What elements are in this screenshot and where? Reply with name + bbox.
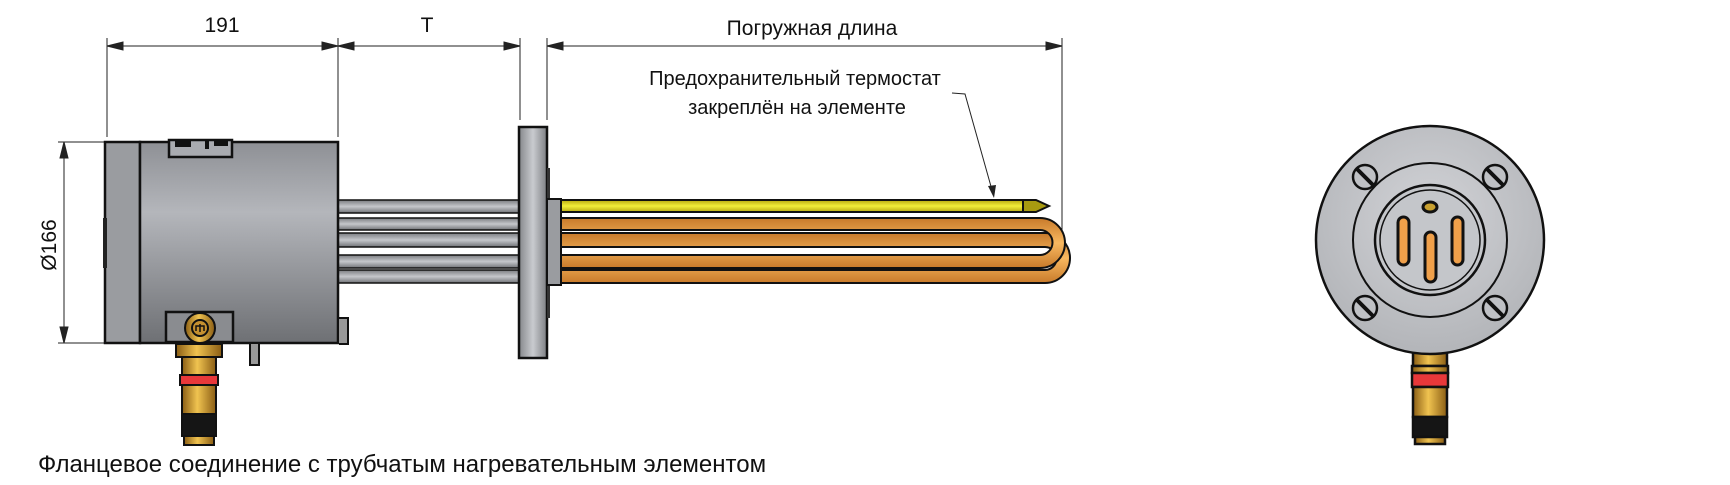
- dimension-lines: [58, 38, 1063, 344]
- flange-screws: [1351, 163, 1509, 322]
- cable-gland: [175, 312, 223, 446]
- figure-caption: Фланцевое соединение с трубчатым нагрева…: [38, 451, 766, 478]
- thermostat-note-line2: закреплён на элементе: [688, 97, 906, 119]
- front-view: [1314, 124, 1546, 446]
- flange: [517, 125, 550, 360]
- thermostat-note-line1: Предохранительный термостат: [649, 68, 941, 90]
- element-terminals: [1396, 200, 1465, 284]
- heating-elements: [546, 198, 1071, 286]
- diameter-label: Ø166: [38, 219, 61, 270]
- dimension-t-label: T: [421, 14, 434, 37]
- dimension-191-label: 191: [204, 14, 239, 37]
- immersion-length-label: Погружная длина: [727, 17, 898, 40]
- terminal-housing: [103, 138, 349, 366]
- cold-rods: [335, 199, 523, 284]
- leader-arrow: [951, 92, 996, 198]
